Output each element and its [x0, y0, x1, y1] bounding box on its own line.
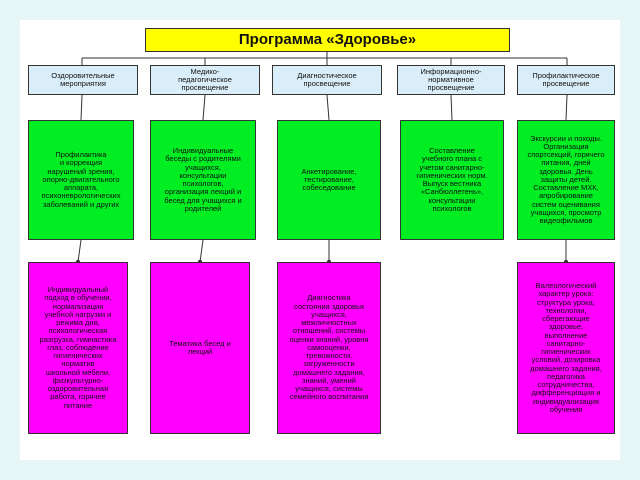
header-to-green-line-3	[326, 94, 330, 121]
header-to-green-line-5	[565, 94, 568, 121]
green-text-1: Профилактика и коррекция нарушений зрени…	[41, 150, 121, 209]
magenta-text-3: Диагностика состояния здоровья учащихся,…	[289, 293, 369, 402]
header-to-green-line-1	[80, 94, 83, 121]
green-box-5: Экскурсии и походы. Организация спортсек…	[517, 120, 615, 240]
header-box-5: Профилактическое просвещение	[517, 65, 615, 95]
diagram-title: Программа «Здоровье»	[145, 28, 510, 52]
header-text-5: Профилактическое просвещение	[532, 70, 600, 88]
green-text-3: Анкетирование, тестирование, собеседован…	[301, 166, 357, 193]
header-box-1: Оздоровительные мероприятия	[28, 65, 138, 95]
magenta-box-2: Тематика бесед и лекций	[150, 262, 250, 434]
header-text-3: Диагностическое просвещение	[297, 70, 357, 88]
green-box-2: Индивидуальные беседы с родителями учащи…	[150, 120, 256, 240]
magenta-box-3: Диагностика состояния здоровья учащихся,…	[277, 262, 381, 434]
magenta-text-5: Валеологический характер урока: структур…	[530, 281, 602, 414]
magenta-box-5: Валеологический характер урока: структур…	[517, 262, 615, 434]
header-text-4: Информационно- нормативное просвещение	[420, 66, 482, 93]
green-to-magenta-line-2	[199, 239, 204, 263]
header-box-3: Диагностическое просвещение	[272, 65, 382, 95]
magenta-text-2: Тематика бесед и лекций	[169, 338, 231, 356]
green-text-4: Составление учебного плана с учетом сани…	[416, 146, 488, 213]
diagram-title-text: Программа «Здоровье»	[238, 30, 417, 48]
green-box-1: Профилактика и коррекция нарушений зрени…	[28, 120, 134, 240]
green-box-3: Анкетирование, тестирование, собеседован…	[277, 120, 381, 240]
header-text-2: Медико- педагогическое просвещение	[178, 66, 232, 93]
header-box-4: Информационно- нормативное просвещение	[397, 65, 505, 95]
header-text-1: Оздоровительные мероприятия	[51, 70, 115, 88]
header-to-green-line-2	[202, 94, 206, 121]
header-box-2: Медико- педагогическое просвещение	[150, 65, 260, 95]
green-text-5: Экскурсии и походы. Организация спортсек…	[527, 133, 605, 226]
green-to-magenta-line-1	[77, 239, 82, 263]
header-to-green-line-4	[450, 94, 453, 121]
green-text-2: Индивидуальные беседы с родителями учащи…	[164, 146, 242, 213]
magenta-text-1: Индивидуальный подход в обучении, нормал…	[39, 285, 117, 410]
green-box-4: Составление учебного плана с учетом сани…	[400, 120, 504, 240]
magenta-box-1: Индивидуальный подход в обучении, нормал…	[28, 262, 128, 434]
